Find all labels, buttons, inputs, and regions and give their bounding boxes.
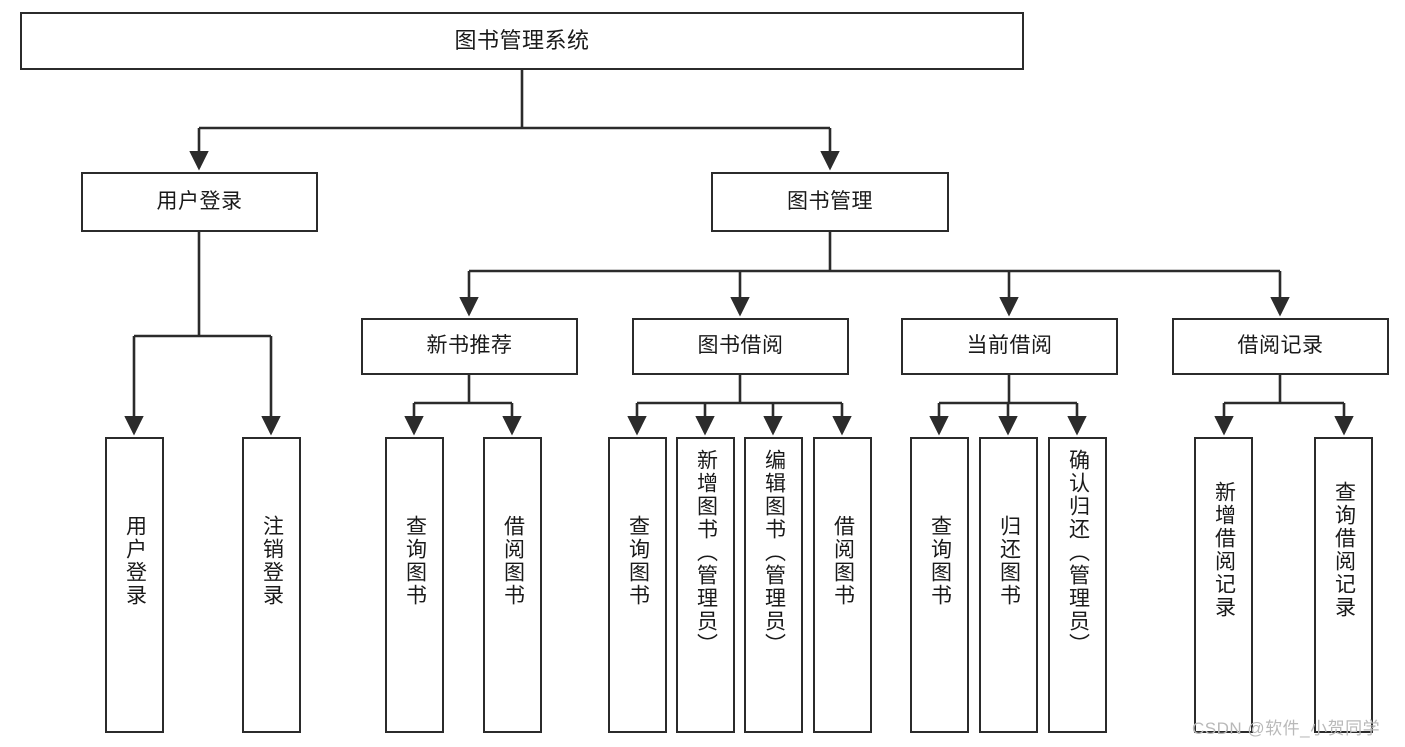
- node-new-book-recommendation[interactable]: 新书推荐: [361, 318, 578, 375]
- leaf-query-borrow-record[interactable]: 查询借阅记录: [1314, 437, 1373, 733]
- node-label: 新增图书（管理员）: [694, 449, 718, 656]
- leaf-confirm-return-admin[interactable]: 确认归还（管理员）: [1048, 437, 1107, 733]
- csdn-watermark: CSDN @软件_小贺同学: [1192, 719, 1381, 738]
- node-label: 归还图书: [997, 515, 1021, 607]
- node-label: 新增借阅记录: [1212, 481, 1236, 619]
- node-label: 编辑图书（管理员）: [762, 449, 786, 656]
- node-label: 查询图书: [626, 515, 650, 607]
- leaf-query-books-borrow[interactable]: 查询图书: [608, 437, 667, 733]
- node-root-book-management-system[interactable]: 图书管理系统: [20, 12, 1024, 70]
- leaf-user-login[interactable]: 用户登录: [105, 437, 164, 733]
- node-label: 图书管理系统: [454, 28, 590, 54]
- node-label: 借阅图书: [501, 515, 525, 607]
- node-label: 新书推荐: [426, 334, 513, 358]
- node-label: 用户登录: [123, 515, 147, 607]
- node-label: 用户登录: [156, 189, 243, 213]
- node-label: 图书管理: [787, 189, 873, 213]
- node-label: 借阅图书: [831, 515, 855, 607]
- leaf-return-books[interactable]: 归还图书: [979, 437, 1038, 733]
- leaf-add-borrow-record[interactable]: 新增借阅记录: [1194, 437, 1253, 733]
- node-label: 图书借阅: [697, 334, 784, 358]
- leaf-edit-book-admin[interactable]: 编辑图书（管理员）: [744, 437, 803, 733]
- leaf-logout-login[interactable]: 注销登录: [242, 437, 301, 733]
- node-book-management[interactable]: 图书管理: [711, 172, 949, 232]
- node-label: 当前借阅: [966, 334, 1053, 358]
- node-label: 确认归还（管理员）: [1066, 449, 1090, 656]
- node-user-login[interactable]: 用户登录: [81, 172, 318, 232]
- leaf-query-books-current[interactable]: 查询图书: [910, 437, 969, 733]
- node-label: 查询图书: [928, 515, 952, 607]
- node-label: 借阅记录: [1237, 334, 1324, 358]
- node-label: 查询借阅记录: [1332, 481, 1356, 619]
- leaf-add-book-admin[interactable]: 新增图书（管理员）: [676, 437, 735, 733]
- node-label: 注销登录: [260, 515, 284, 607]
- leaf-borrow-books-recommend[interactable]: 借阅图书: [483, 437, 542, 733]
- node-borrowing-records[interactable]: 借阅记录: [1172, 318, 1389, 375]
- node-label: 查询图书: [403, 515, 427, 607]
- leaf-query-books-recommend[interactable]: 查询图书: [385, 437, 444, 733]
- node-book-borrowing[interactable]: 图书借阅: [632, 318, 849, 375]
- leaf-borrow-books[interactable]: 借阅图书: [813, 437, 872, 733]
- node-current-borrowing[interactable]: 当前借阅: [901, 318, 1118, 375]
